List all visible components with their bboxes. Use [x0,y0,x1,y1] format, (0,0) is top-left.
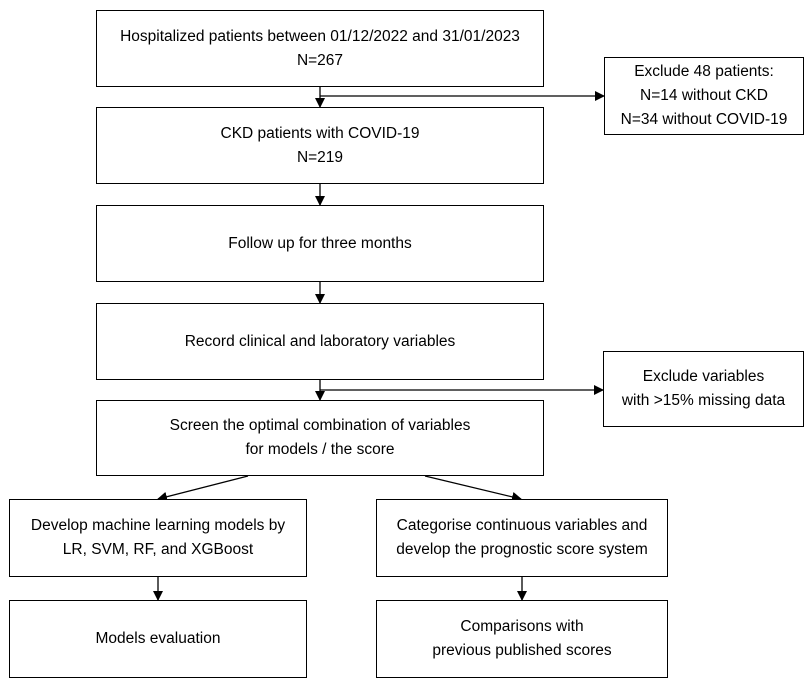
box-develop-ml-models: Develop machine learning models by LR, S… [9,499,307,577]
hospitalized-line1: Hospitalized patients between 01/12/2022… [120,27,520,45]
box-ckd-covid-patients: CKD patients with COVID-19 N=219 [96,107,544,184]
arrow-screen-to-develop-ml [157,475,249,502]
hospitalized-line2: N=267 [296,51,344,69]
screen-variables-line1: Screen the optimal combination of variab… [169,417,471,434]
box-follow-up: Follow up for three months [96,205,544,282]
arrow-screen-to-categorise [424,475,522,502]
ckd-covid-line1: CKD patients with COVID-19 [220,124,420,142]
exclude-variables-line2: with >15% missing data [621,392,786,409]
categorise-line1: Categorise continuous variables and [396,517,648,534]
develop-ml-line1: Develop machine learning models by [30,517,286,534]
follow-up-line1: Follow up for three months [228,234,412,252]
box-models-evaluation: Models evaluation [9,600,307,678]
box-screen-variables: Screen the optimal combination of variab… [96,400,544,476]
exclude-patients-line1: Exclude 48 patients: [634,63,774,80]
exclude-variables-line1: Exclude variables [642,368,765,385]
box-comparisons: Comparisons with previous published scor… [376,600,668,678]
screen-variables-line2: for models / the score [245,441,395,458]
box-categorise-variables: Categorise continuous variables and deve… [376,499,668,577]
categorise-line2: develop the prognostic score system [396,541,648,558]
develop-ml-line2: LR, SVM, RF, and XGBoost [62,541,254,558]
box-hospitalized-patients: Hospitalized patients between 01/12/2022… [96,10,544,87]
comparisons-line1: Comparisons with [460,618,584,635]
comparisons-line2: previous published scores [432,642,612,659]
record-variables-line1: Record clinical and laboratory variables [184,332,456,350]
box-exclude-variables: Exclude variables with >15% missing data [603,351,804,427]
exclude-patients-line3: N=34 without COVID-19 [620,111,788,128]
ckd-covid-line2: N=219 [296,148,344,166]
models-evaluation-line1: Models evaluation [95,630,221,647]
box-exclude-patients: Exclude 48 patients: N=14 without CKD N=… [604,57,804,135]
exclude-patients-line2: N=14 without CKD [640,87,768,104]
box-record-variables: Record clinical and laboratory variables [96,303,544,380]
